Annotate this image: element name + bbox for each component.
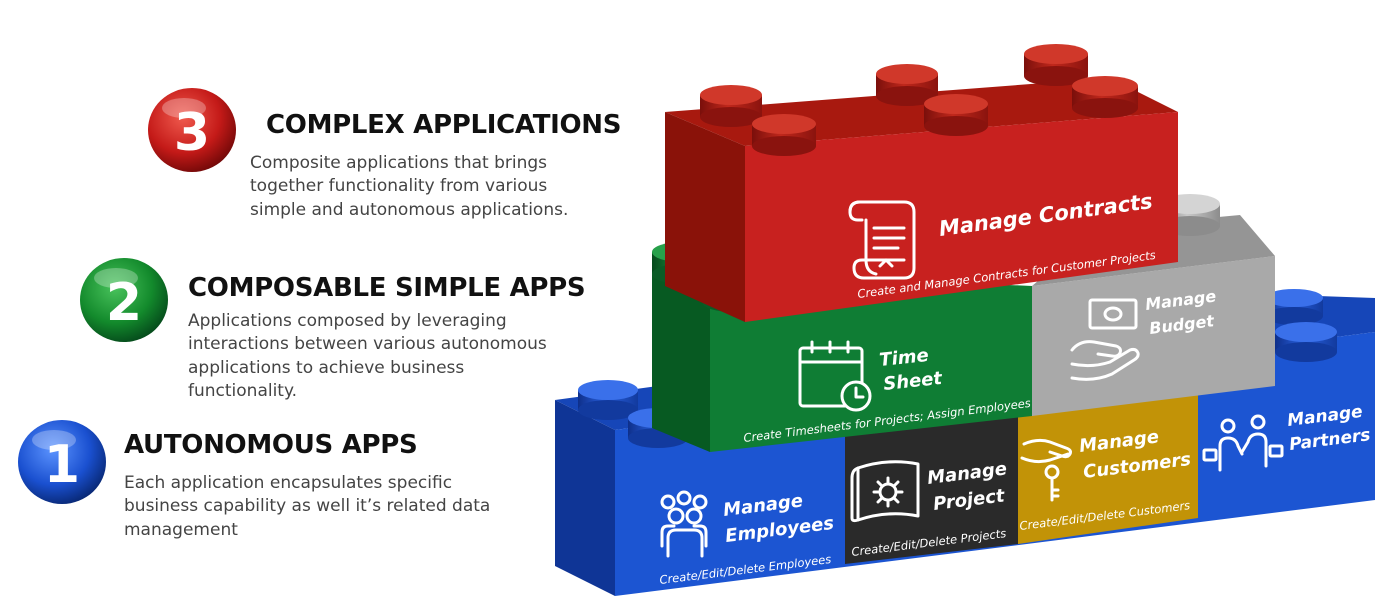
project-panel [845,414,1018,564]
badge-2: 2 [80,258,168,342]
red-stud [1072,76,1138,118]
tier-2-title: COMPOSABLE SIMPLE APPS [188,273,586,303]
badge-1: 1 [18,420,106,504]
badge-3-number: 3 [174,103,210,163]
tier-3-desc-line: Composite applications that brings [250,153,548,173]
red-brick [665,78,1178,322]
scroll-icon [848,200,916,280]
tier-3-desc-line: together functionality from various [250,176,548,197]
tier-2-desc-line: interactions between various autonomous [188,334,547,355]
red-stud [752,114,816,156]
red-stud [924,94,988,136]
blue-stud [578,380,638,420]
tier-3-desc-line: simple and autonomous applications. [250,199,569,220]
badge-3: 3 [148,88,236,172]
red-stud [876,64,938,106]
tier-1-desc-line: management [124,519,238,540]
badge-1-number: 1 [44,435,80,495]
calendar-clock-icon [798,340,872,412]
people-group-icon [660,490,708,558]
tier-3-description: Composite applications that brings toget… [250,152,568,222]
tier-1-description: Each application encapsulates specific b… [124,472,490,542]
customers-panel [1018,390,1198,544]
money-hand-icon [1070,298,1140,381]
badge-2-number: 2 [106,273,142,333]
tier-1-desc-line: Each application encapsulates specific [124,473,453,493]
tier-1-desc-line: business capability as well it’s related… [124,496,491,517]
red-stud [700,85,762,127]
tier-2-description: Applications composed by leveraging inte… [188,310,547,404]
handshake-icon [1202,414,1284,472]
blue-stud [1275,322,1337,362]
blueprint-gear-icon [850,460,920,523]
tier-badges: 3 2 1 [18,88,236,504]
tier-3-title: COMPLEX APPLICATIONS [266,110,622,140]
red-stud [1024,44,1088,86]
tier-2-desc-line: Applications composed by leveraging [188,311,507,331]
hand-key-icon [1020,438,1072,502]
blue-stud [1265,289,1323,325]
tier-2-desc-line: functionality. [188,381,298,402]
timesheet-title: Time [878,345,929,371]
tier-1-title: AUTONOMOUS APPS [124,430,418,460]
tier-2-desc-line: applications to achieve business [188,357,465,378]
